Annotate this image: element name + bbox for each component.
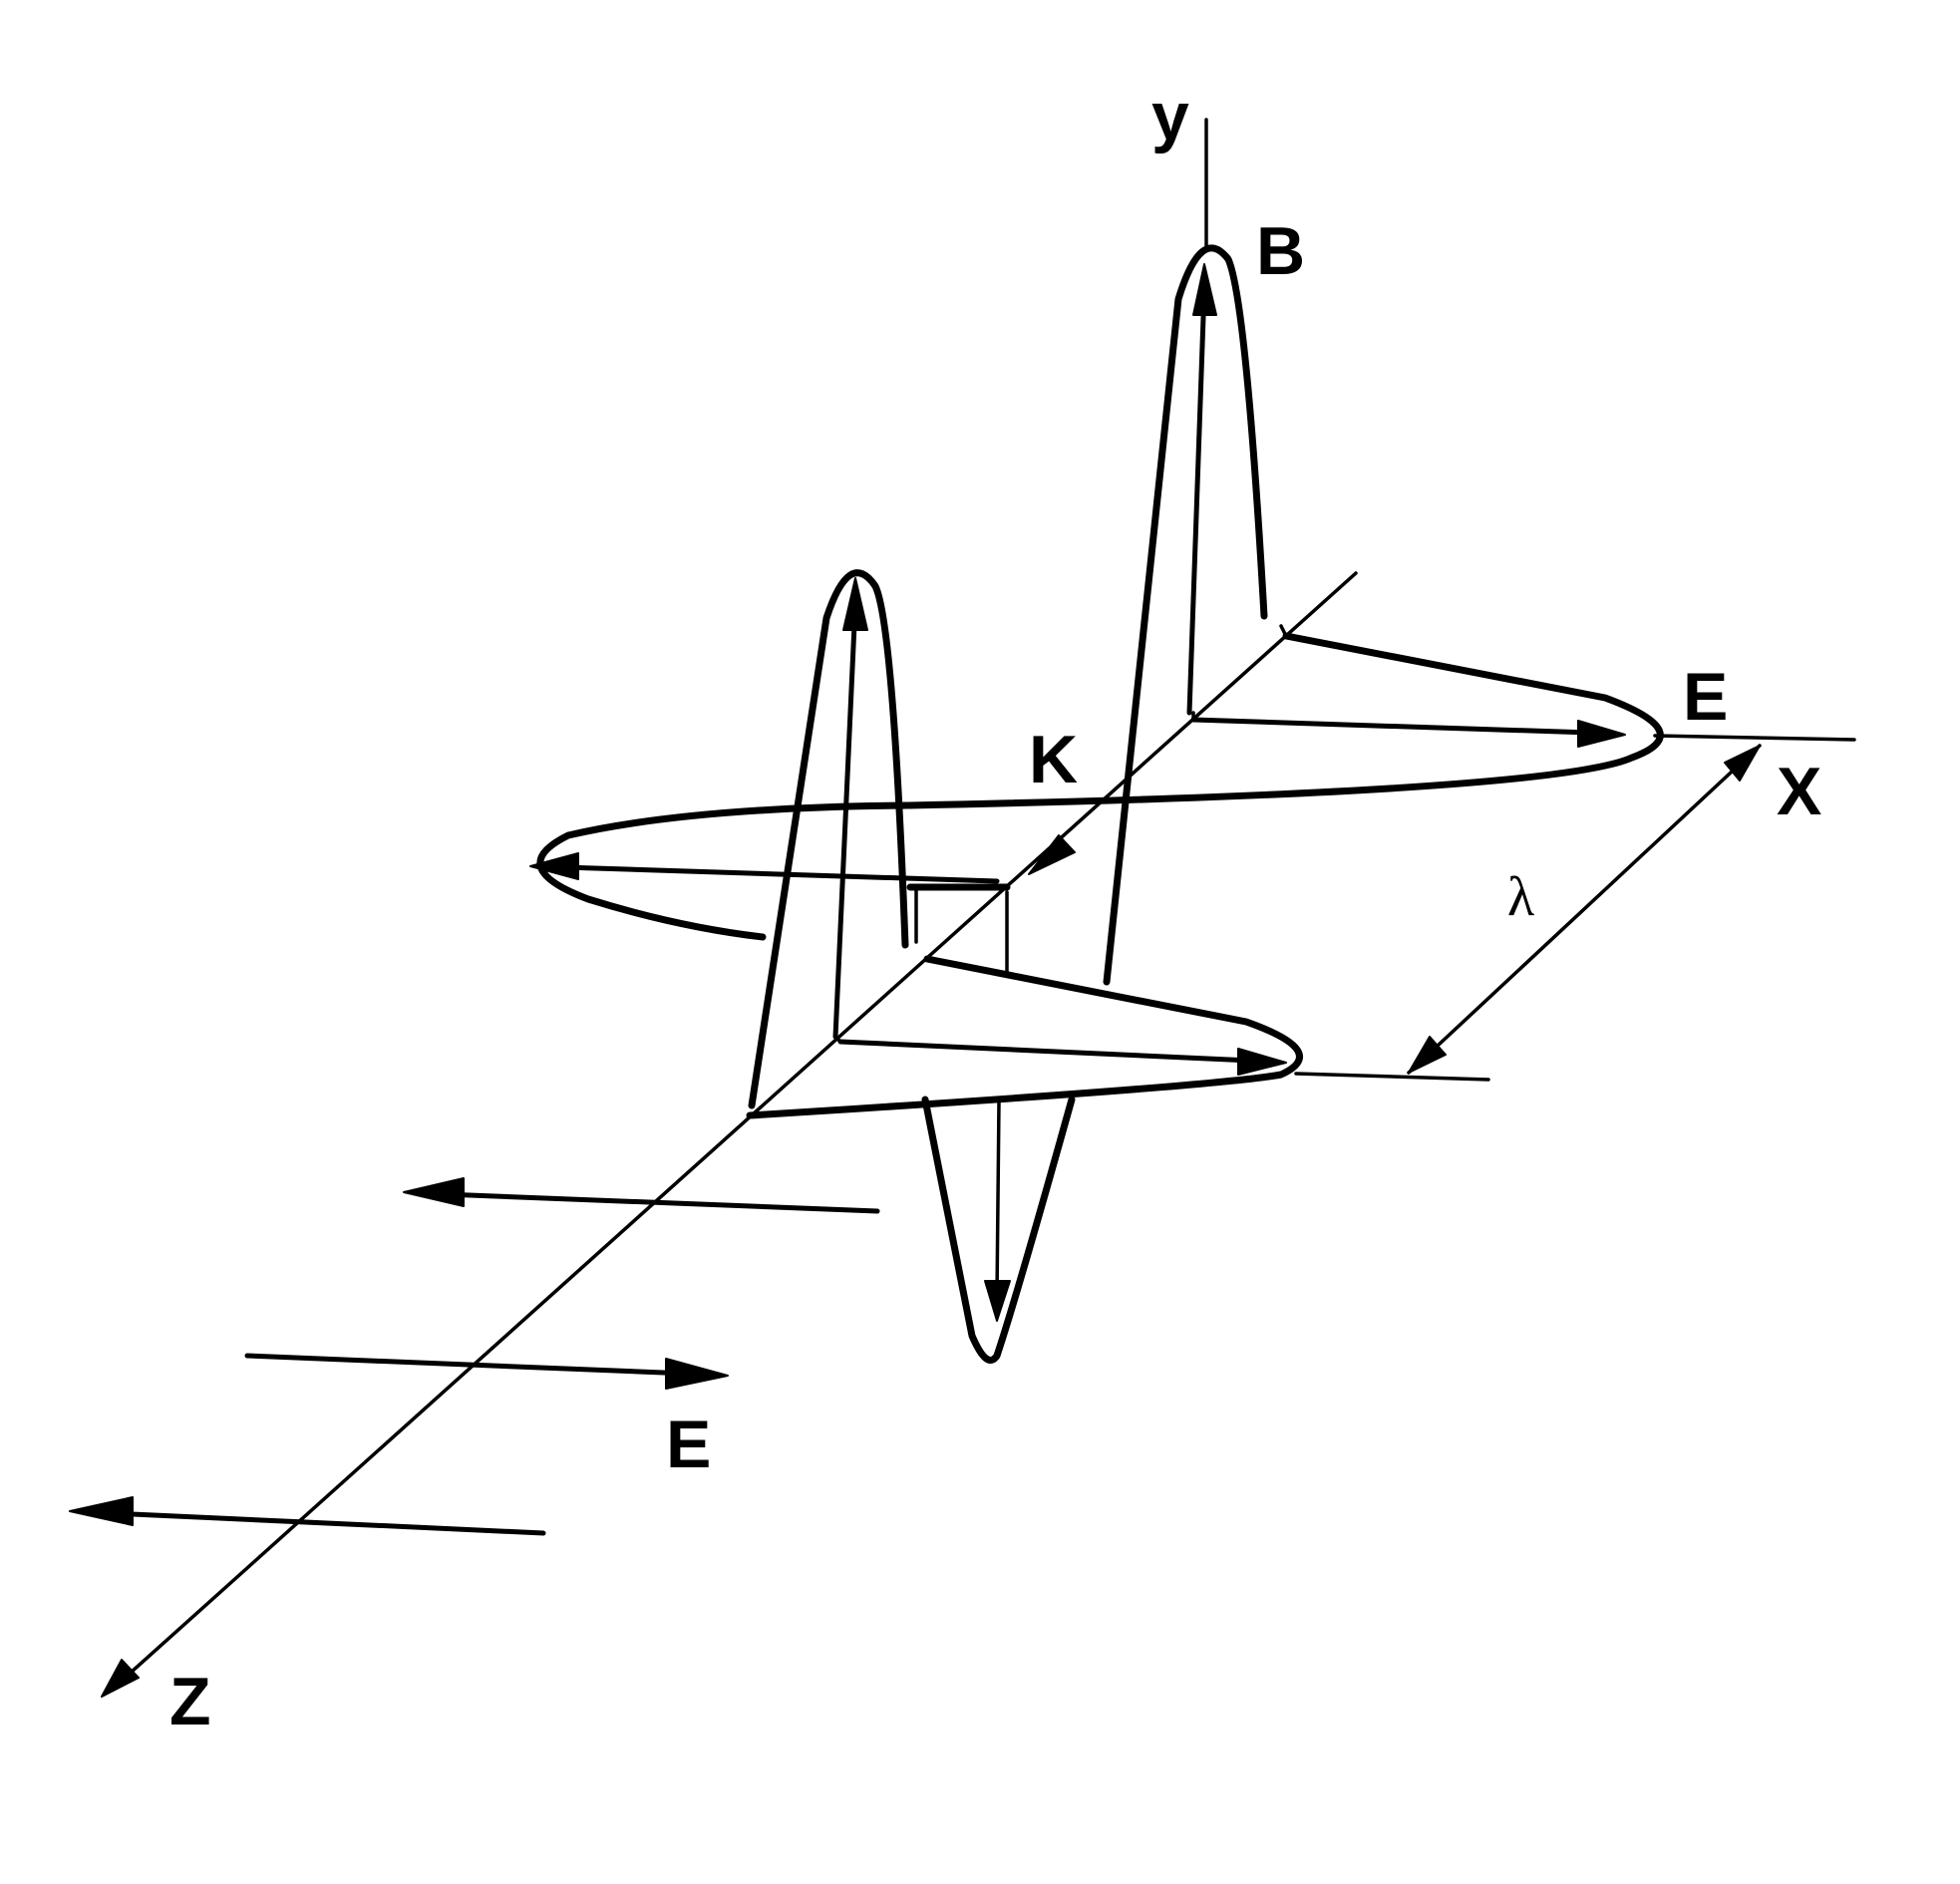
e-lobe-front	[746, 955, 1303, 1119]
b-field-waves	[748, 244, 1268, 1364]
e-lobe-rear-base	[1279, 624, 1288, 638]
e-vector-rear	[1190, 717, 1593, 736]
b-vector-front	[832, 600, 858, 1040]
e-vector-front-head	[1237, 1048, 1287, 1076]
e-arrow-row-1-head	[403, 1177, 465, 1207]
e-arrow-row-3-head	[69, 1496, 134, 1526]
k-vector-arrowhead	[1028, 834, 1076, 875]
e-vector-left-head	[529, 852, 579, 880]
e-field-label-upper: E	[1683, 659, 1728, 735]
b-lobe-front	[748, 569, 909, 1109]
e-arrow-row-2-head	[665, 1358, 729, 1390]
wavelength-arrowhead-bottom	[1408, 1036, 1447, 1074]
e-lobe-rear	[905, 632, 1664, 809]
b-lobe-rear	[1103, 244, 1268, 986]
x-axis-line-lower	[1294, 1072, 1490, 1082]
e-arrow-row-3	[87, 1509, 546, 1536]
e-vector-left	[560, 864, 1000, 884]
b-vector-front-head	[842, 577, 868, 631]
b-vector-down	[995, 1099, 1001, 1298]
x-axis-line-upper	[1653, 734, 1856, 742]
z-axis-line	[110, 571, 1358, 1692]
e-lobe-left	[536, 801, 911, 941]
wavelength-dimension	[1407, 744, 1762, 1075]
wavelength-arrowhead-top	[1724, 745, 1761, 782]
wavelength-label: λ	[1507, 866, 1534, 928]
wavelength-line	[1407, 744, 1762, 1075]
b-field-label: B	[1256, 213, 1305, 289]
e-field-waves	[529, 624, 1664, 1119]
e-field-arrows-lower	[69, 1177, 880, 1536]
x-axis-label: X	[1777, 754, 1821, 829]
b-lobe-down	[921, 1096, 1076, 1364]
e-vector-rear-head	[1577, 720, 1626, 748]
z-axis-label: Z	[169, 1664, 211, 1739]
z-axis-arrowhead	[101, 1659, 140, 1698]
axes	[101, 118, 1856, 1698]
e-vector-front	[837, 1039, 1254, 1064]
b-vector-down-head	[984, 1280, 1011, 1322]
e-arrow-row-2	[244, 1353, 691, 1377]
labels: y B E X K λ E Z	[169, 79, 1821, 1739]
k-vector-label: K	[1029, 722, 1078, 797]
e-field-label-lower: E	[666, 1407, 711, 1482]
e-arrow-row-1	[416, 1190, 880, 1214]
y-axis-label: y	[1151, 79, 1189, 155]
b-vector-rear	[1186, 286, 1207, 716]
e-base-2	[833, 1035, 842, 1044]
k-vector	[1028, 834, 1076, 875]
b-vector-rear-head	[1192, 263, 1217, 316]
